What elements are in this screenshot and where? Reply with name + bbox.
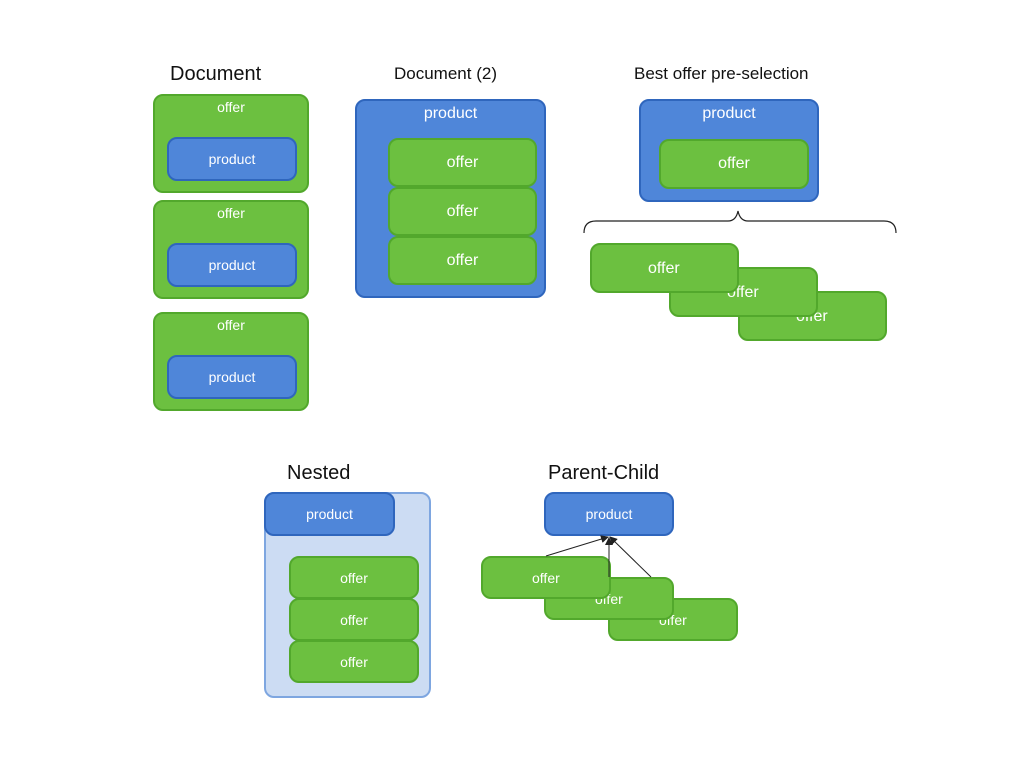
arrow-child-1 [545, 535, 609, 557]
parent-child-product: product [544, 492, 674, 536]
title-nested: Nested [287, 462, 351, 484]
document2-product: product offer offer offer [355, 99, 546, 298]
offer-label: offer [340, 653, 368, 670]
nested-offer-1: offer [289, 556, 419, 599]
offer-label: offer [446, 202, 479, 220]
product-label: product [208, 369, 256, 385]
document2-offer-3: offer [388, 236, 537, 285]
product-label: product [585, 506, 633, 522]
product-label: product [208, 257, 256, 273]
offer-label: offer [648, 260, 680, 277]
offer-label: offer [217, 99, 245, 115]
nested-offer-2: offer [289, 598, 419, 641]
offer-label: offer [217, 205, 245, 221]
product-label: product [208, 151, 256, 167]
best-offer-product: product offer [639, 99, 819, 202]
offer-label: offer [446, 251, 479, 269]
offer-label: offer [217, 317, 245, 333]
document-offer-3: offer product [153, 312, 309, 411]
document2-offer-1: offer [388, 138, 537, 187]
title-best-offer: Best offer pre-selection [634, 64, 809, 83]
offer-label: offer [340, 611, 368, 628]
document-offer-1: offer product [153, 94, 309, 193]
arrow-child-3 [609, 536, 652, 578]
curly-brace [583, 210, 897, 234]
offer-label: offer [340, 569, 368, 586]
offer-label: offer [718, 155, 750, 172]
best-offer-selected-offer: offer [659, 139, 809, 189]
document-product-3: product [167, 355, 297, 399]
product-label: product [306, 506, 353, 522]
parent-child-offer-1: offer [481, 556, 611, 599]
document-product-2: product [167, 243, 297, 287]
title-document: Document [170, 63, 262, 85]
best-offer-stack-offer-1: offer [590, 243, 739, 293]
document-product-1: product [167, 137, 297, 181]
offer-label: offer [446, 153, 479, 171]
document-offer-2: offer product [153, 200, 309, 299]
product-label: product [423, 105, 478, 122]
title-parent-child: Parent-Child [548, 462, 660, 484]
title-document-2: Document (2) [394, 64, 497, 83]
offer-label: offer [532, 570, 560, 586]
nested-offer-3: offer [289, 640, 419, 683]
product-label: product [702, 105, 756, 122]
nested-product: product [264, 492, 395, 536]
document2-offer-2: offer [388, 187, 537, 236]
